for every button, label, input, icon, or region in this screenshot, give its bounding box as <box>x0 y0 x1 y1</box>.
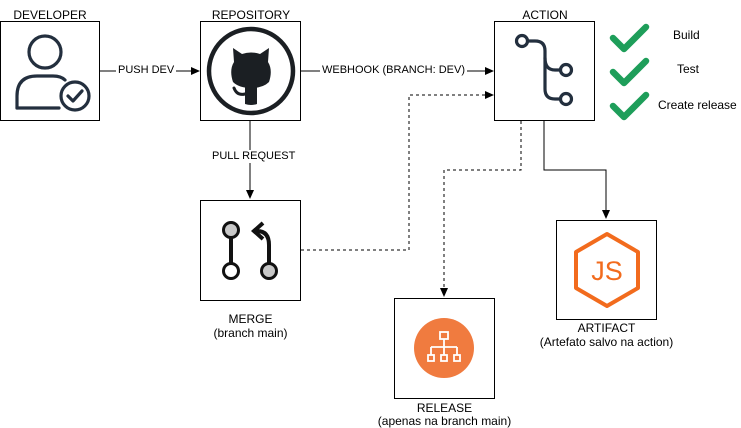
merge-subtitle: (branch main) <box>213 326 288 340</box>
github-icon <box>206 26 296 116</box>
release-title: RELEASE <box>416 401 473 415</box>
merge-node <box>200 200 301 301</box>
edge-merge-action <box>301 91 494 251</box>
checklist-item-test: Test <box>677 62 700 76</box>
nodejs-icon: JS <box>574 232 640 308</box>
checklist-item-build: Build <box>673 28 700 42</box>
edge-action-artifact <box>543 121 610 219</box>
release-subtitle: (apenas na branch main) <box>377 414 512 428</box>
edge-label-pull-request: PULL REQUEST <box>210 150 298 163</box>
svg-text:JS: JS <box>591 256 623 286</box>
release-node <box>394 298 495 399</box>
artifact-title: ARTIFACT <box>577 321 636 335</box>
release-hierarchy-icon <box>414 318 474 378</box>
workflow-branch-icon <box>514 33 574 107</box>
developer-node <box>0 21 100 121</box>
repository-node <box>200 21 301 121</box>
action-title: ACTION <box>522 8 568 22</box>
checklist-item-create-release: Create release <box>658 98 737 112</box>
edge-action-release <box>440 121 522 297</box>
action-node <box>494 21 595 121</box>
merge-icon <box>222 221 278 280</box>
artifact-subtitle: (Artefato salvo na action) <box>539 335 674 349</box>
edge-label-webhook: WEBHOOK (BRANCH: DEV) <box>320 64 468 77</box>
user-check-icon <box>15 34 91 112</box>
merge-title: MERGE <box>228 312 273 326</box>
repository-title: REPOSITORY <box>211 8 291 22</box>
artifact-node: JS <box>556 220 657 320</box>
edge-label-push: PUSH DEV <box>116 64 177 77</box>
developer-title: DEVELOPER <box>13 8 87 22</box>
